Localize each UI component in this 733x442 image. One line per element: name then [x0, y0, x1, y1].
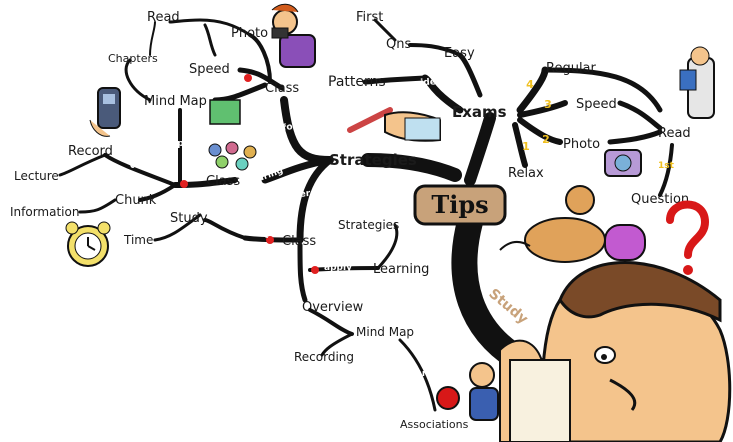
node-recording: Recording	[294, 350, 354, 364]
node-speed-right: Speed	[576, 97, 617, 112]
node-information: Information	[10, 205, 79, 219]
pen-hand-icon	[347, 107, 441, 142]
node-strategies-low: Strategies	[338, 218, 399, 232]
num-1st: 1st	[658, 161, 675, 171]
link-after: after	[285, 189, 311, 201]
node-easy: Easy	[444, 46, 475, 61]
classroom-icon	[208, 99, 257, 171]
link-expand: expand	[165, 139, 202, 149]
node-chunk: Chunk	[115, 193, 157, 208]
node-read-top: Read	[147, 10, 180, 25]
node-record: Record	[68, 144, 113, 159]
node-relax: Relax	[508, 166, 544, 181]
node-patterns: Patterns	[328, 74, 386, 90]
node-class-mid: Class	[206, 174, 240, 189]
tips-to-exams	[464, 112, 496, 186]
node-photo-top: Photo	[231, 26, 268, 41]
node-first: First	[356, 10, 383, 25]
node-photo-right: Photo	[563, 137, 600, 152]
node-class-top: Class	[265, 81, 299, 96]
node-chapters: Chapters	[108, 52, 158, 65]
link-identify: identify	[420, 76, 460, 89]
node-regular: Regular	[546, 61, 597, 76]
tips-to-strategies	[361, 153, 462, 182]
node-speed-top: Speed	[189, 62, 230, 77]
node-time: Time	[123, 233, 153, 247]
num-4: 4	[526, 78, 534, 91]
voice-recorder-icon	[89, 87, 121, 137]
num-1: 1	[522, 140, 530, 153]
node-question: Question	[631, 192, 689, 207]
num-2: 2	[542, 133, 550, 146]
face-icon	[499, 261, 732, 442]
link-tackle: tackle	[477, 53, 500, 85]
camera-icon	[604, 149, 642, 177]
question-mark-icon	[666, 200, 710, 275]
node-learning: Learning	[373, 262, 429, 277]
node-associations: Associations	[400, 418, 469, 431]
reading-man-icon	[679, 46, 715, 119]
num-3: 3	[544, 98, 552, 111]
tips-hub: Tips	[413, 184, 507, 226]
cat-icon	[499, 185, 646, 263]
link-during: during	[250, 166, 285, 187]
camera-person-icon	[271, 3, 316, 68]
boxer-icon	[436, 362, 499, 421]
node-strategies: Strategies	[329, 151, 417, 169]
node-mind-map-top: Mind Map	[144, 94, 207, 109]
link-expanding: expanding	[397, 369, 450, 379]
node-class-low: Class	[282, 234, 316, 249]
alarm-clock-icon	[65, 221, 111, 267]
tips-title: Tips	[431, 190, 488, 219]
node-study-left: Study	[170, 211, 208, 226]
node-qns: Qns	[386, 37, 411, 52]
node-lecture: Lecture	[14, 169, 59, 183]
node-overview: Overview	[302, 300, 364, 315]
node-mind-map-low: Mind Map	[356, 325, 414, 339]
node-exams: Exams	[452, 103, 507, 121]
link-apply: apply	[324, 263, 352, 273]
link-digitally: digitally	[128, 145, 170, 172]
node-read-right: Read	[658, 126, 691, 141]
